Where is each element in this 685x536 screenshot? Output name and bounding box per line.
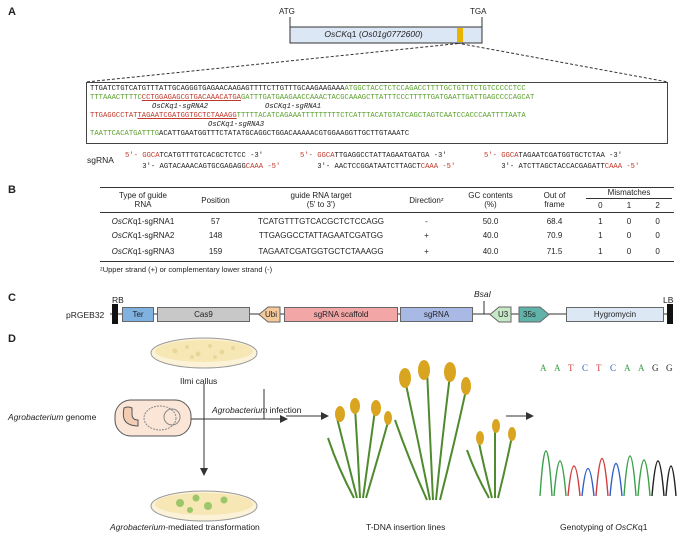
u3-arrow — [489, 306, 512, 323]
ter-segment: Ter — [122, 307, 154, 322]
gene-schematic — [85, 17, 669, 83]
th-mm-1: 1 — [626, 201, 632, 210]
genotyping-label: Genotyping of OsCKq1 — [560, 522, 648, 532]
tdna-label: T-DNA insertion lines — [366, 522, 446, 532]
cas9-segment: Cas9 — [157, 307, 250, 322]
plant-1 — [327, 407, 389, 499]
panel-label-c: C — [8, 292, 16, 304]
table-row: OsCKq1-sgRNA1 57 TCATGTTTGTCACGCTCTCCAGG… — [111, 216, 660, 226]
panel-label-d: D — [8, 333, 16, 345]
lb-border — [667, 304, 673, 324]
th-position: Position — [201, 195, 230, 205]
callus-label: Ilmi callus — [180, 376, 218, 386]
plant-3 — [466, 428, 513, 499]
sgrna-segment: sgRNA — [400, 307, 473, 322]
sgrna-duplex-3: 5'- GGCATAGAATCGATGGTGCTCTAA -3' 3'- ATC… — [484, 152, 640, 171]
transformation-label: Agrobacterium-mediated transformation — [110, 522, 260, 532]
stop-codon-label: TGA — [470, 7, 487, 16]
lb-label: LB — [663, 295, 674, 305]
rb-border — [112, 304, 118, 324]
ubi-label: Ubi — [265, 310, 278, 319]
vector-map — [110, 301, 673, 324]
sequence-box: TTGATCTGTCATGTTTATTGCAGGGTGAGAACAAGAGTTT… — [86, 82, 668, 144]
scaffold-segment: sgRNA scaffold — [284, 307, 398, 322]
base-calls: A A T C T C A A G G — [540, 363, 673, 373]
th-mm-2: 2 — [655, 201, 660, 210]
start-codon-label: ATG — [279, 7, 295, 16]
th-type: Type of guide RNA — [118, 191, 168, 209]
sgrna-label: sgRNA — [87, 155, 114, 165]
table-row: OsCKq1-sgRNA3 159 TAGAATCGATGGTGCTCTAAAG… — [111, 246, 660, 256]
table-footnote: ᶻUpper strand (+) or complementary lower… — [100, 265, 273, 274]
ubi-arrow — [258, 306, 281, 323]
workflow-illustration — [114, 337, 677, 522]
th-target: guide RNA target (5' to 3') — [290, 191, 352, 209]
th-gc: GC contents (%) — [468, 191, 513, 209]
th-mismatches: Mismatches — [586, 188, 672, 199]
plant-2 — [394, 369, 467, 501]
sgrna-duplex-2: 5'- GGCATTGAGGCCTATTAGAATGATGA -3' 3'- A… — [300, 152, 456, 171]
chromatogram — [539, 450, 677, 497]
gene-body — [289, 26, 483, 44]
35s-arrow — [518, 306, 550, 323]
th-mm-0: 0 — [598, 201, 603, 210]
rb-label: RB — [112, 295, 124, 305]
th-oof: Out of frame — [543, 191, 566, 209]
hygromycin-segment: Hygromycin — [566, 307, 664, 322]
bsai-label: BsaI — [474, 289, 492, 299]
th-direction: Directionᶻ — [409, 195, 444, 205]
panel-label-a: A — [8, 6, 16, 18]
sgrna-duplex-1: 5'- GGCATCATGTTTGTCACGCTCTCC -3' 3'- AGT… — [125, 152, 281, 171]
table-row: OsCKq1-sgRNA2 148 TTGAGGCCTATTAGAATCGATG… — [111, 230, 660, 240]
target-region-marker — [457, 28, 463, 42]
u3-label: U3 — [498, 310, 509, 319]
sgrna-table: Type of guide RNA Position guide RNA tar… — [100, 187, 674, 274]
35s-label: 35s — [523, 310, 536, 319]
agro-genome-label: Agrobacterium genome — [8, 412, 97, 422]
infection-label: Agrobacterium infection — [212, 405, 302, 415]
panel-label-b: B — [8, 184, 16, 196]
gene-name: OsCKq1 (Os01g0772600) — [324, 29, 423, 39]
vector-name: pRGEB32 — [66, 310, 105, 320]
